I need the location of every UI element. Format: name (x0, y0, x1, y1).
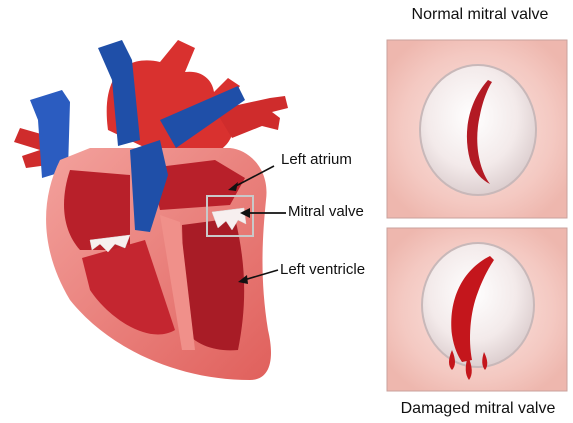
label-left-ventricle: Left ventricle (280, 261, 365, 278)
title-damaged-mitral-valve: Damaged mitral valve (383, 400, 573, 418)
label-mitral-valve: Mitral valve (288, 203, 364, 220)
normal-valve-disc (420, 65, 536, 195)
damaged-valve-panel (387, 228, 567, 391)
normal-valve-panel (387, 40, 567, 218)
damaged-valve-disc (422, 243, 534, 367)
heart-illustration (14, 40, 288, 380)
label-left-atrium: Left atrium (281, 151, 352, 168)
title-normal-mitral-valve: Normal mitral valve (390, 6, 570, 24)
pulmonary-trunk (98, 40, 140, 146)
